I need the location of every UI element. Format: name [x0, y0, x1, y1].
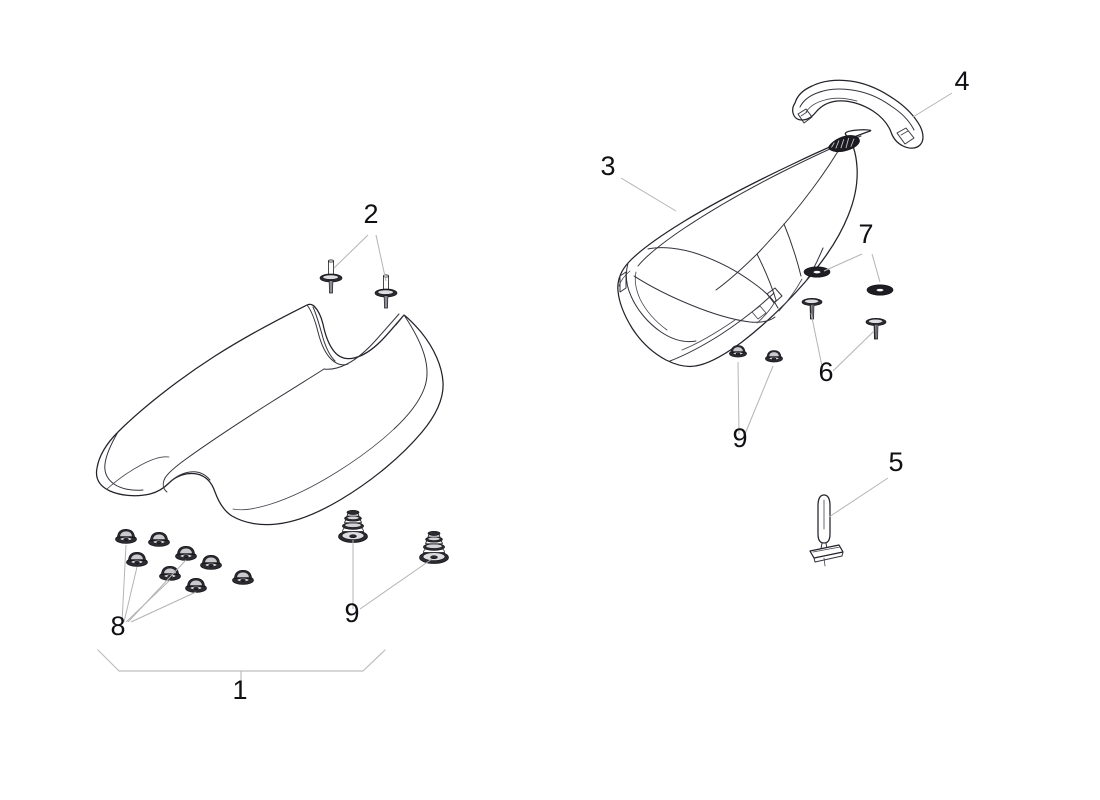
assembly-bracket [97, 649, 386, 685]
grommets-left [338, 509, 449, 564]
rider-saddle-part [95, 303, 444, 526]
callout-6: 6 [818, 357, 833, 387]
callout-1: 1 [232, 675, 247, 705]
callout-8: 8 [110, 611, 125, 641]
callout-4: 4 [954, 66, 969, 96]
passenger-saddle-part [617, 129, 872, 367]
saddle-fixing-screws [319, 259, 398, 309]
callout-labels: 1 2 3 4 5 6 7 8 9 9 [110, 66, 969, 705]
callout-3: 3 [600, 151, 615, 181]
seat-logo-emblem [828, 135, 860, 153]
saddle-lock-pin-part [809, 494, 844, 567]
leader-lines [121, 92, 953, 623]
grommets-right [729, 345, 783, 363]
flanged-fixing-screws [801, 298, 887, 340]
callout-5: 5 [888, 447, 903, 477]
callout-7: 7 [858, 219, 873, 249]
grab-handle-part [791, 79, 924, 149]
callout-9-left: 9 [344, 598, 359, 628]
callout-9-right: 9 [732, 423, 747, 453]
callout-2: 2 [363, 199, 378, 229]
